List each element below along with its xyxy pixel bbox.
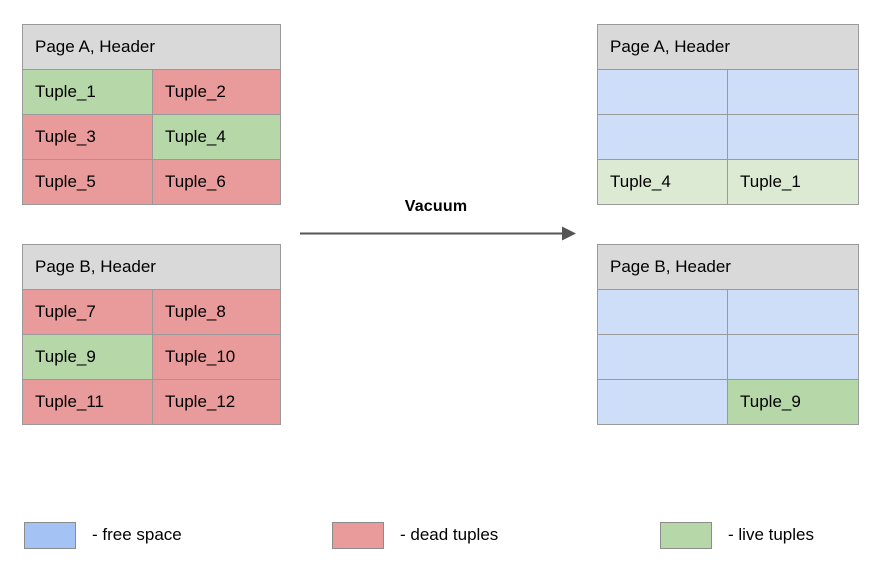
tuple-cell: Tuple_10 xyxy=(152,334,281,380)
free-space-cell xyxy=(727,334,859,380)
table-row: Tuple_11 Tuple_12 xyxy=(22,379,281,425)
legend-item-dead-tuples: - dead tuples xyxy=(332,518,498,552)
legend-swatch-free-space xyxy=(24,521,76,549)
table-row xyxy=(597,289,859,335)
page-table-after-a: Page A, Header Tuple_4 Tuple_1 xyxy=(597,24,859,205)
tuple-cell: Tuple_9 xyxy=(22,334,153,380)
free-space-cell xyxy=(597,334,728,380)
table-row: Page B, Header xyxy=(597,244,859,290)
page-header: Page A, Header xyxy=(22,24,281,70)
tuple-cell: Tuple_5 xyxy=(22,159,153,205)
tuple-cell: Tuple_11 xyxy=(22,379,153,425)
tuple-cell: Tuple_4 xyxy=(597,159,728,205)
legend: - free space - dead tuples - live tuples xyxy=(0,518,876,558)
table-row xyxy=(597,69,859,115)
tuple-cell: Tuple_9 xyxy=(727,379,859,425)
table-row: Tuple_3 Tuple_4 xyxy=(22,114,281,160)
tuple-cell: Tuple_7 xyxy=(22,289,153,335)
table-row: Tuple_9 xyxy=(597,379,859,425)
free-space-cell xyxy=(597,114,728,160)
table-row: Tuple_5 Tuple_6 xyxy=(22,159,281,205)
tuple-cell: Tuple_6 xyxy=(152,159,281,205)
free-space-cell xyxy=(727,69,859,115)
table-row: Page B, Header xyxy=(22,244,281,290)
free-space-cell xyxy=(597,379,728,425)
legend-label: - live tuples xyxy=(728,525,814,544)
legend-swatch-live-tuples xyxy=(660,521,712,549)
free-space-cell xyxy=(597,289,728,335)
page-header: Page B, Header xyxy=(22,244,281,290)
legend-label: - dead tuples xyxy=(400,525,499,544)
legend-item-live-tuples: - live tuples xyxy=(660,518,814,552)
page-table-before-b: Page B, Header Tuple_7 Tuple_8 Tuple_9 T… xyxy=(22,244,281,425)
table-row: Tuple_7 Tuple_8 xyxy=(22,289,281,335)
table-row xyxy=(597,334,859,380)
tuple-cell: Tuple_1 xyxy=(727,159,859,205)
page-table-before-a: Page A, Header Tuple_1 Tuple_2 Tuple_3 T… xyxy=(22,24,281,205)
free-space-cell xyxy=(727,114,859,160)
page-header: Page A, Header xyxy=(597,24,859,70)
arrow-right-icon xyxy=(300,226,576,241)
page-table-after-b: Page B, Header Tuple_9 xyxy=(597,244,859,425)
table-row: Tuple_9 Tuple_10 xyxy=(22,334,281,380)
table-row: Page A, Header xyxy=(22,24,281,70)
table-row: Tuple_1 Tuple_2 xyxy=(22,69,281,115)
table-row: Page A, Header xyxy=(597,24,859,70)
free-space-cell xyxy=(727,289,859,335)
vacuum-label: Vacuum xyxy=(404,198,468,215)
tuple-cell: Tuple_8 xyxy=(152,289,281,335)
free-space-cell xyxy=(597,69,728,115)
legend-item-free-space: - free space xyxy=(24,518,182,552)
table-row: Tuple_4 Tuple_1 xyxy=(597,159,859,205)
page-header: Page B, Header xyxy=(597,244,859,290)
table-row xyxy=(597,114,859,160)
tuple-cell: Tuple_4 xyxy=(152,114,281,160)
tuple-cell: Tuple_3 xyxy=(22,114,153,160)
legend-swatch-dead-tuples xyxy=(332,521,384,549)
tuple-cell: Tuple_2 xyxy=(152,69,281,115)
tuple-cell: Tuple_1 xyxy=(22,69,153,115)
legend-label: - free space xyxy=(92,525,182,544)
tuple-cell: Tuple_12 xyxy=(152,379,281,425)
